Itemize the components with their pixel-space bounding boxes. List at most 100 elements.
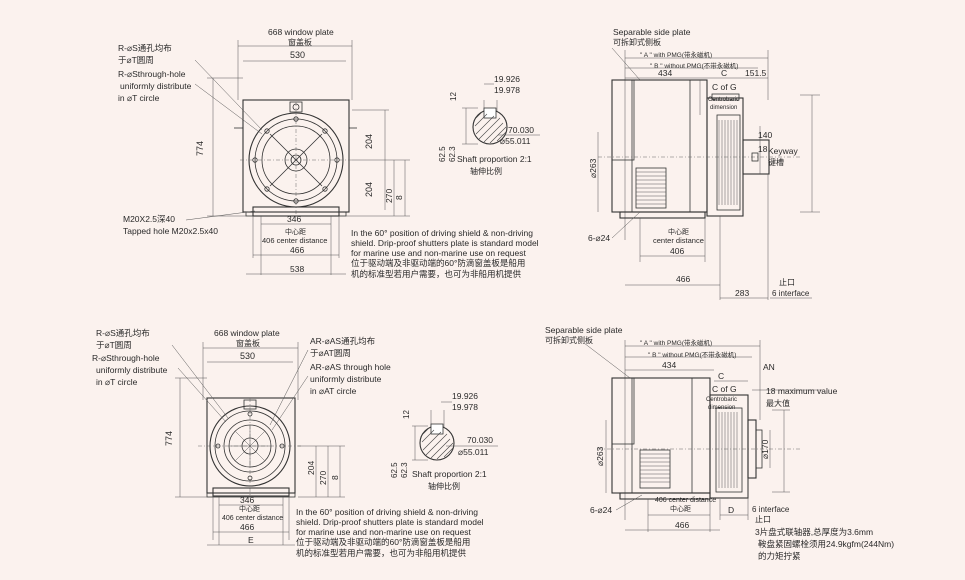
- bot-ar-cn-2: 于⌀AT圆周: [310, 348, 351, 358]
- bot-rs-en-2: uniformly distribute: [96, 365, 168, 375]
- bot-dim-530: 530: [240, 351, 255, 361]
- bot-side-coupling-1: 3片盘式联轴器,总厚度为3.6mm: [755, 527, 873, 537]
- bot-side-263: ⌀263: [595, 446, 605, 466]
- bot-center-distance-cn: 中心距: [239, 504, 260, 513]
- bot-side-434: 434: [662, 360, 676, 370]
- bot-center-distance-en: 406 center distance: [222, 515, 283, 522]
- top-rs-en-1: R-⌀Sthrough-hole: [118, 69, 186, 79]
- top-shaft-d3: 70.030: [508, 125, 534, 135]
- top-side-sep-en: Separable side plate: [613, 27, 691, 37]
- bot-ar-en-3: in ⌀AT circle: [310, 386, 357, 396]
- top-side-c: C: [721, 68, 727, 78]
- top-side-434: 434: [658, 68, 672, 78]
- bot-shaft-625: 62.5: [390, 462, 399, 478]
- bot-side-cofg: C of G: [712, 384, 737, 394]
- bot-note-line1: In the 60° position of driving shield & …: [296, 507, 478, 517]
- bot-shaft-12: 12: [402, 410, 411, 419]
- bot-side-center-en: 406 center distance: [655, 497, 716, 504]
- bottom-side-view: Separable side plate 可拆卸式侧板 " A " with P…: [545, 325, 894, 561]
- top-side-cofg: C of G: [712, 82, 737, 92]
- top-shaft-detail: 19.926 19.978 12 62.5 62.3 70.030 ⌀55.01…: [438, 74, 540, 176]
- bot-note-line2: shield. Drip-proof shutters plate is sta…: [296, 517, 484, 527]
- bot-rs-en-1: R-⌀Sthrough-hole: [92, 353, 160, 363]
- top-window-plate-label: 668 window plate: [268, 27, 334, 37]
- bot-dim-e: E: [248, 535, 254, 545]
- bot-side-sep-cn: 可拆卸式侧板: [545, 335, 593, 345]
- bot-side-d: D: [728, 505, 734, 515]
- bot-side-b-label: " B " without PMG(不带永磁机): [648, 350, 736, 359]
- bot-side-stop-cn: 止口: [755, 514, 771, 524]
- bot-window-plate-label: 668 window plate: [214, 328, 280, 338]
- top-side-406: 406: [670, 246, 684, 256]
- bot-side-coupling-3: 的力矩拧紧: [758, 551, 801, 561]
- bot-shaft-623: 62.3: [400, 462, 409, 478]
- top-rs-en-3: in ⌀T circle: [118, 93, 160, 103]
- bot-dim-204: 204: [306, 461, 316, 475]
- top-dim-774: 774: [195, 141, 205, 156]
- bot-dim-346: 346: [240, 495, 254, 505]
- bot-rs-cn-2: 于⌀T圆周: [96, 340, 132, 350]
- top-dim-466: 466: [290, 245, 304, 255]
- bottom-shaft-detail: 19.926 19.978 12 62.5 62.3 70.030 ⌀55.01…: [390, 391, 498, 491]
- top-side-holes: 6-⌀24: [588, 233, 610, 243]
- bot-shaft-caption-en: Shaft proportion 2:1: [412, 469, 487, 479]
- top-side-b-label: " B " without PMG(不带永磁机): [650, 61, 738, 70]
- top-side-stop-en: 6 interface: [772, 289, 810, 298]
- top-side-centroid-2: dimension: [710, 105, 737, 111]
- top-shaft-623: 62.3: [448, 146, 457, 162]
- top-side-140: 140: [758, 130, 772, 140]
- top-note: In the 60° position of driving shield & …: [351, 228, 539, 279]
- bottom-front-view: 668 window plate 窗盖板 530 774 204 270: [92, 328, 391, 546]
- top-side-283: 283: [735, 288, 749, 298]
- top-center-distance-cn: 中心距: [285, 227, 306, 236]
- top-side-center-en: center distance: [653, 236, 704, 245]
- bot-shaft-d3: 70.030: [467, 435, 493, 445]
- bot-side-c: C: [718, 371, 724, 381]
- bot-shaft-d4: ⌀55.011: [458, 447, 489, 457]
- bot-shaft-d1: 19.926: [452, 391, 478, 401]
- top-note-line1: In the 60° position of driving shield & …: [351, 228, 533, 238]
- top-dim-538: 538: [290, 264, 304, 274]
- top-note-line5: 机的标准型若用户需要，也可为非船用机提供: [351, 269, 522, 279]
- bot-note-line5: 机的标准型若用户需要，也可为非船用机提供: [296, 548, 467, 558]
- top-shaft-d2: 19.978: [494, 85, 520, 95]
- top-tap-cn: M20X2.5深40: [123, 214, 175, 224]
- top-side-view: Separable side plate 可拆卸式侧板 " A " with P…: [588, 27, 820, 300]
- bot-shaft-caption-cn: 轴伸比例: [428, 481, 460, 491]
- top-shaft-625: 62.5: [438, 146, 447, 162]
- bot-note-line3: for marine use and non-marine use on req…: [296, 527, 471, 537]
- bot-dim-466: 466: [240, 522, 254, 532]
- bot-side-stop-en: 6 interface: [752, 505, 790, 514]
- top-side-18: 18: [758, 144, 768, 154]
- top-note-line4: 位于驱动端及非驱动端的60°防滴窗盖板是船用: [351, 258, 525, 268]
- top-shaft-caption-cn: 轴伸比例: [470, 166, 502, 176]
- top-side-1515: 151.5: [745, 68, 767, 78]
- bot-ar-en-1: AR-⌀AS through hole: [310, 362, 391, 372]
- bot-side-sep-en: Separable side plate: [545, 325, 623, 335]
- bot-rs-en-3: in ⌀T circle: [96, 377, 138, 387]
- top-center-distance-en: 406 center distance: [262, 236, 327, 245]
- top-side-centroid-1: Centrobaric: [708, 97, 739, 103]
- top-note-line2: shield. Drip-proof shutters plate is sta…: [351, 238, 539, 248]
- bot-ar-cn-1: AR-⌀AS通孔均布: [310, 336, 375, 346]
- top-side-a-label: " A " with PMG(带永磁机): [640, 50, 712, 59]
- bot-side-466: 466: [675, 520, 689, 530]
- bot-side-center-cn: 中心距: [670, 504, 691, 513]
- top-shaft-12: 12: [449, 92, 458, 101]
- bot-side-holes: 6-⌀24: [590, 505, 612, 515]
- bot-side-coupling-2: 鞍盘紧固螺栓须用24.9kgfm(244Nm): [758, 539, 894, 549]
- top-note-line3: for marine use and non-marine use on req…: [351, 248, 526, 258]
- bot-window-plate-cn: 窗盖板: [236, 338, 260, 348]
- bot-side-max-cn: 最大值: [766, 398, 790, 408]
- bot-side-an: AN: [763, 362, 775, 372]
- top-dim-530: 530: [290, 50, 305, 60]
- top-rs-en-2: uniformly distribute: [120, 81, 192, 91]
- top-shaft-caption-en: Shaft proportion 2:1: [457, 154, 532, 164]
- top-rs-cn-2: 于⌀T圆周: [118, 55, 154, 65]
- top-rs-cn-1: R-⌀S通孔均布: [118, 43, 172, 53]
- bottom-note: In the 60° position of driving shield & …: [296, 507, 484, 558]
- bot-dim-8: 8: [330, 475, 340, 480]
- bot-dim-270: 270: [318, 471, 328, 485]
- top-side-stop-cn: 止口: [779, 277, 795, 287]
